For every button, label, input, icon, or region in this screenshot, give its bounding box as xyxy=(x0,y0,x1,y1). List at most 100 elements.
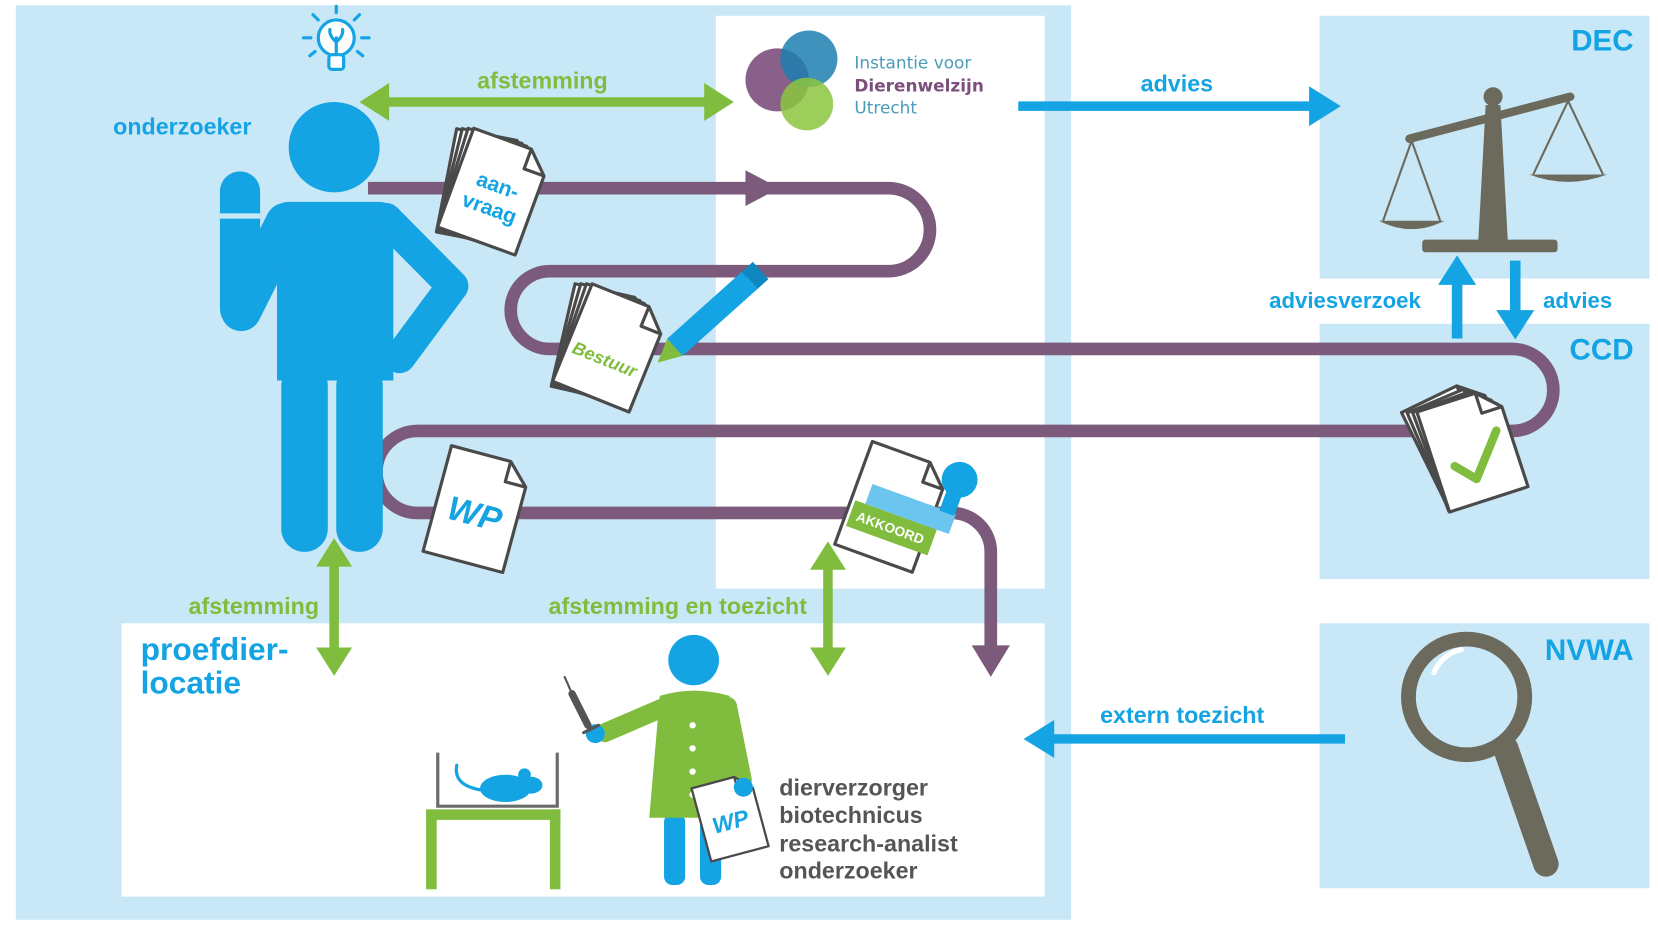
extern-toezicht-label: extern toezicht xyxy=(1100,702,1264,728)
researcher-leg-left xyxy=(281,362,328,552)
arrowhead-up xyxy=(316,538,353,567)
location-title-line-1: proefdier- xyxy=(141,631,289,667)
extern-toezicht-arrow xyxy=(1023,720,1346,758)
document-fold xyxy=(921,461,944,491)
dec-title: DEC xyxy=(1571,25,1633,58)
syringe-plunger xyxy=(582,723,601,735)
process-flow-arrowhead-end xyxy=(971,645,1010,677)
document-fold xyxy=(503,461,527,489)
advies-to-dec-arrow xyxy=(1018,86,1341,127)
coat-button xyxy=(689,768,696,775)
role-item: dierverzorger xyxy=(779,775,928,801)
afstemming-top-arrow xyxy=(359,83,734,121)
coat-button xyxy=(689,722,696,729)
arrowhead-up xyxy=(1438,255,1477,285)
arrowhead-down xyxy=(316,647,353,676)
checkmark-document-icon xyxy=(1399,384,1530,514)
ccd-title: CCD xyxy=(1570,334,1634,367)
advies-to-dec-label: advies xyxy=(1141,71,1213,97)
arrowhead-down xyxy=(1496,310,1535,340)
nvwa-title: NVWA xyxy=(1545,634,1634,667)
afstemming-en-toezicht-arrow xyxy=(809,541,846,676)
researcher-head xyxy=(288,101,380,193)
researcher-hip-arm xyxy=(370,202,469,374)
scale-string xyxy=(1410,140,1442,222)
stamp-impression xyxy=(845,500,937,556)
mouse-tail xyxy=(454,763,486,793)
logo-line-3: Utrecht xyxy=(854,98,917,118)
stamp-knob xyxy=(941,461,978,498)
researcher-torso xyxy=(277,201,394,381)
bulb-filament xyxy=(328,27,345,55)
afstemming-en-toezicht-label: afstemming en toezicht xyxy=(549,593,808,619)
cage-outline xyxy=(436,752,559,808)
lab-worker-hand-right xyxy=(733,777,753,797)
aanvraag-document-stack-icon: aan- vraag xyxy=(434,126,546,257)
afstemming-bottom-arrow xyxy=(316,538,353,676)
magnifier-highlight xyxy=(1431,646,1464,676)
pencil-body xyxy=(667,271,758,356)
mouse-head xyxy=(519,776,543,794)
logo-circle-blue xyxy=(780,30,838,88)
scale-top xyxy=(1483,87,1503,107)
lab-worker-head xyxy=(668,634,720,686)
logo-circle-green xyxy=(780,77,834,131)
logo-line-1: Instantie voor xyxy=(854,52,971,72)
table-leg-left xyxy=(426,809,437,890)
document-sheet xyxy=(1415,391,1530,514)
arrowhead-right xyxy=(1309,86,1341,127)
document-sheet xyxy=(421,444,528,575)
scale-string xyxy=(1532,100,1570,175)
document-sheet xyxy=(690,775,770,863)
role-item: onderzoeker xyxy=(779,858,917,884)
akkoord-stamp-icon: AKKOORD xyxy=(833,439,978,574)
bulb-ray xyxy=(355,49,365,58)
mouse-body xyxy=(480,774,531,803)
ivd-logo: Instantie voor Dierenwelzijn Utrecht xyxy=(745,30,984,131)
researcher-cuff xyxy=(219,213,261,219)
bestuur-document-stack-icon: Bestuur xyxy=(549,282,663,414)
arrowhead-down xyxy=(809,647,846,676)
syringe-icon xyxy=(563,675,601,735)
researcher-figure-icon xyxy=(219,101,469,552)
mouse-ear xyxy=(518,768,531,781)
syringe-barrel xyxy=(568,690,592,729)
lightbulb-icon xyxy=(301,4,371,71)
table-leg-right xyxy=(549,809,561,890)
checkmark xyxy=(1450,426,1501,484)
bulb-base xyxy=(327,53,346,71)
advies-from-dec-arrow xyxy=(1496,260,1535,340)
scale-string xyxy=(1382,140,1413,222)
location-title-line-2: locatie xyxy=(141,665,241,701)
document-sheet xyxy=(550,282,663,414)
bulb-ray xyxy=(352,13,362,22)
researcher-raised-forearm xyxy=(219,171,261,330)
lab-worker-left-arm xyxy=(595,696,676,743)
process-flow-arrowhead-start xyxy=(745,170,780,207)
advies-from-dec-label: advies xyxy=(1543,288,1612,313)
mouse-cage-icon xyxy=(426,752,561,890)
researcher-leg-right xyxy=(336,362,383,552)
arrowhead-left xyxy=(359,83,390,121)
role-item: biotechnicus xyxy=(779,802,922,828)
afstemming-bottom-label: afstemming xyxy=(189,593,320,619)
process-flow-path xyxy=(367,181,1560,650)
stamp-block xyxy=(865,484,956,534)
arrowhead-up xyxy=(809,541,846,570)
lab-worker-leg-left xyxy=(664,813,686,886)
table-top xyxy=(426,809,561,820)
lab-wp-document-icon: WP xyxy=(690,775,770,863)
document-sheet xyxy=(435,126,546,257)
adviesverzoek-arrow xyxy=(1438,255,1477,339)
scale-pan-left xyxy=(1378,220,1445,230)
proefdierlocatie-panel xyxy=(121,623,1045,897)
arrowhead-right xyxy=(704,83,734,121)
bulb-ray xyxy=(308,49,317,58)
scale-pole xyxy=(1478,105,1508,242)
arrowhead-left xyxy=(1023,720,1055,758)
magnifier-handle xyxy=(1493,735,1559,877)
lab-worker-right-arm xyxy=(717,696,752,790)
syringe-needle xyxy=(563,675,574,695)
pencil-tip xyxy=(657,338,683,363)
